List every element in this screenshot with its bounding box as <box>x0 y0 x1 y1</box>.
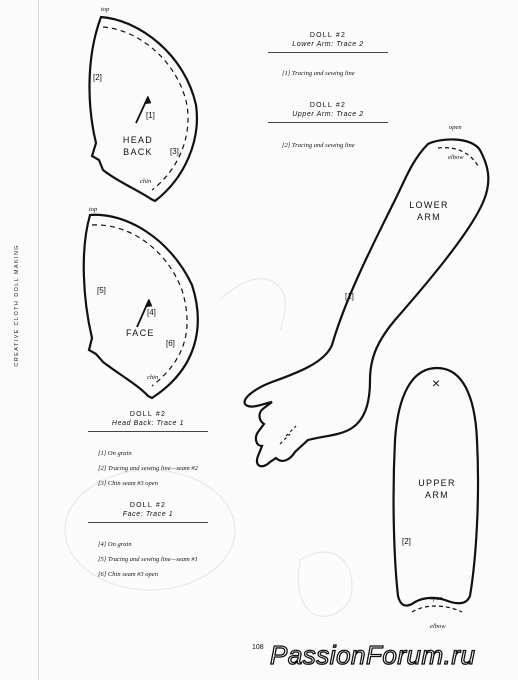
lower-arm-finger-dash <box>279 425 297 445</box>
face-note-2: [5] Tracing and sewing line—seam #1 <box>98 556 198 563</box>
divider <box>88 431 208 432</box>
head-back-block-title: DOLL #2 <box>129 411 167 418</box>
face-outline <box>82 213 199 400</box>
head-back-marker-2: [2] <box>93 73 102 82</box>
head-back-chin-label: chin <box>140 178 152 185</box>
lower-arm-block-header: DOLL #2 Lower Arm: Trace 2 <box>268 32 388 53</box>
lower-arm-elbow-dash <box>437 147 479 167</box>
lower-arm-title: LOWER ARM <box>404 199 454 223</box>
margin-rule <box>38 0 39 680</box>
divider <box>268 52 388 53</box>
page-number: 108 <box>252 644 264 651</box>
face-block-header: DOLL #2 Face: Trace 1 <box>88 502 208 523</box>
face-note-1: [4] On grain <box>98 541 132 548</box>
face-seam <box>91 224 188 387</box>
upper-arm-title: UPPER ARM <box>412 477 462 501</box>
watermark: PassionForum.ru <box>269 639 476 670</box>
face-block-subtitle: Face: Trace 1 <box>122 511 174 518</box>
divider <box>88 522 208 523</box>
face-piece <box>82 213 199 400</box>
upper-arm-outline <box>392 366 480 607</box>
upper-arm-open-label: open <box>430 595 443 602</box>
head-back-title: HEAD BACK <box>118 134 158 158</box>
lower-arm-elbow-label: elbow <box>448 154 464 161</box>
face-note-3: [6] Chin seam #3 open <box>98 571 158 578</box>
upper-arm-x-mark: × <box>432 375 441 391</box>
upper-arm-note-1: [2] Tracing and sewing line <box>282 142 355 149</box>
lower-arm-title-line-2: ARM <box>417 212 441 222</box>
head-back-note-2: [2] Tracing and sewing line—seam #2 <box>98 465 198 472</box>
face-chin-label: chin <box>147 374 159 381</box>
head-back-block-subtitle: Head Back: Trace 1 <box>111 420 185 427</box>
head-back-title-line-1: HEAD <box>122 135 154 145</box>
head-back-top-label: top <box>101 6 110 13</box>
head-back-marker-1: [1] <box>146 111 155 120</box>
head-back-block-header: DOLL #2 Head Back: Trace 1 <box>88 411 208 432</box>
upper-arm-marker-2: [2] <box>402 537 411 546</box>
lower-arm-title-line-1: LOWER <box>409 200 449 210</box>
lower-arm-outline <box>243 138 490 468</box>
face-title: FACE <box>126 328 155 338</box>
face-marker-4: [4] <box>147 308 156 317</box>
head-back-outline <box>88 15 198 203</box>
face-block-title: DOLL #2 <box>129 502 167 509</box>
head-back-piece <box>88 15 198 203</box>
upper-arm-title-line-2: ARM <box>425 490 449 500</box>
bleed-through <box>64 278 353 617</box>
head-back-title-line-2: BACK <box>123 147 153 157</box>
lower-arm-piece <box>243 138 490 468</box>
upper-arm-block-subtitle: Upper Arm: Trace 2 <box>292 111 364 118</box>
face-marker-5: [5] <box>97 286 106 295</box>
head-back-note-1: [1] On grain <box>98 450 132 457</box>
face-top-label: top <box>89 206 98 213</box>
divider <box>268 122 388 123</box>
upper-arm-block-title: DOLL #2 <box>309 102 347 109</box>
lower-arm-block-subtitle: Lower Arm: Trace 2 <box>292 41 364 48</box>
lower-arm-note-1: [1] Tracing and sewing line <box>282 70 355 77</box>
upper-arm-title-line-1: UPPER <box>418 478 456 488</box>
lower-arm-open-label: open <box>449 124 462 131</box>
lower-arm-block-title: DOLL #2 <box>309 32 347 39</box>
head-back-note-3: [3] Chin seam #3 open <box>98 480 158 487</box>
upper-arm-elbow-dash <box>411 605 463 613</box>
upper-arm-piece <box>392 366 480 613</box>
head-back-marker-3: [3] <box>170 147 179 156</box>
lower-arm-marker-1: [1] <box>345 292 354 301</box>
face-marker-6: [6] <box>166 339 175 348</box>
head-back-seam <box>102 26 189 191</box>
upper-arm-block-header: DOLL #2 Upper Arm: Trace 2 <box>268 102 388 123</box>
upper-arm-elbow-label: elbow <box>430 623 446 630</box>
